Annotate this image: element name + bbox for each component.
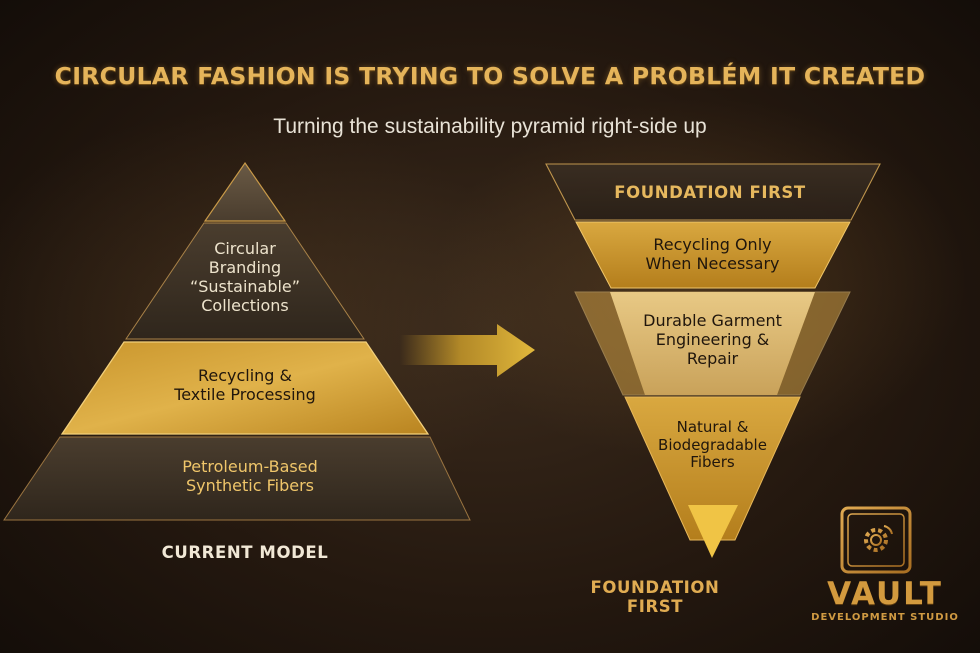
tier-label-line: “Sustainable” — [189, 276, 301, 296]
inverted-tier-recycling — [575, 221, 851, 289]
tier-label-line: Natural & — [676, 418, 749, 436]
tier-label-recycling: Recycling & Textile Processing — [140, 366, 350, 405]
right-arrow-icon — [400, 324, 535, 377]
tier-label-line: When Necessary — [645, 253, 780, 273]
inverted-label-recycling: Recycling Only When Necessary — [610, 235, 815, 274]
tier-label-line: Textile Processing — [174, 384, 316, 404]
current-model-pyramid — [3, 161, 471, 521]
foundation-first-caption: FOUNDATION FIRST — [590, 578, 720, 616]
tier-label-line: Circular — [214, 239, 276, 258]
logo-wordmark: VAULT — [827, 576, 943, 612]
pyramid-tier-synthetic — [3, 436, 471, 521]
tier-label-line: Recycling & — [197, 366, 293, 385]
tier-label-line: Durable Garment — [643, 311, 782, 330]
pyramid-apex — [203, 161, 287, 222]
tier-label-line: Collections — [201, 295, 289, 315]
foundation-first-header: FOUNDATION FIRST — [614, 183, 806, 202]
down-arrow-tip-icon — [688, 505, 738, 558]
inverted-tier-natural — [624, 396, 801, 541]
tier-label-line: Repair — [686, 348, 739, 368]
inverted-label-durable: Durable Garment Engineering & Repair — [610, 311, 815, 369]
page-subtitle: Turning the sustainability pyramid right… — [273, 115, 707, 138]
inverted-label-natural: Natural & Biodegradable Fibers — [625, 418, 800, 472]
logo-tagline: DEVELOPMENT STUDIO — [811, 612, 959, 623]
current-model-caption: CURRENT MODEL — [161, 543, 329, 562]
foundation-first-pyramid — [545, 163, 881, 558]
tier-label-synthetic: Petroleum-Based Synthetic Fibers — [130, 457, 370, 496]
pyramid-tier-branding — [125, 222, 365, 340]
inverted-tier-header — [545, 163, 881, 221]
tier-label-line: Fibers — [690, 453, 735, 472]
tier-label-line: Synthetic Fibers — [185, 475, 315, 495]
tier-label-branding: Circular Branding “Sustainable” Collecti… — [160, 239, 330, 316]
pyramid-tier-recycling — [60, 341, 430, 435]
tier-label-line: Engineering & — [655, 329, 770, 349]
tier-label-line: Petroleum-Based — [182, 457, 318, 476]
inverted-tier-durable — [610, 292, 815, 395]
tier-label-line: Biodegradable — [658, 435, 767, 454]
tier-label-line: Branding — [208, 257, 282, 277]
page-title: CIRCULAR FASHION IS TRYING TO SOLVE A PR… — [54, 62, 926, 90]
vault-gear-icon — [840, 506, 912, 574]
tier-label-line: Recycling Only — [653, 235, 772, 254]
